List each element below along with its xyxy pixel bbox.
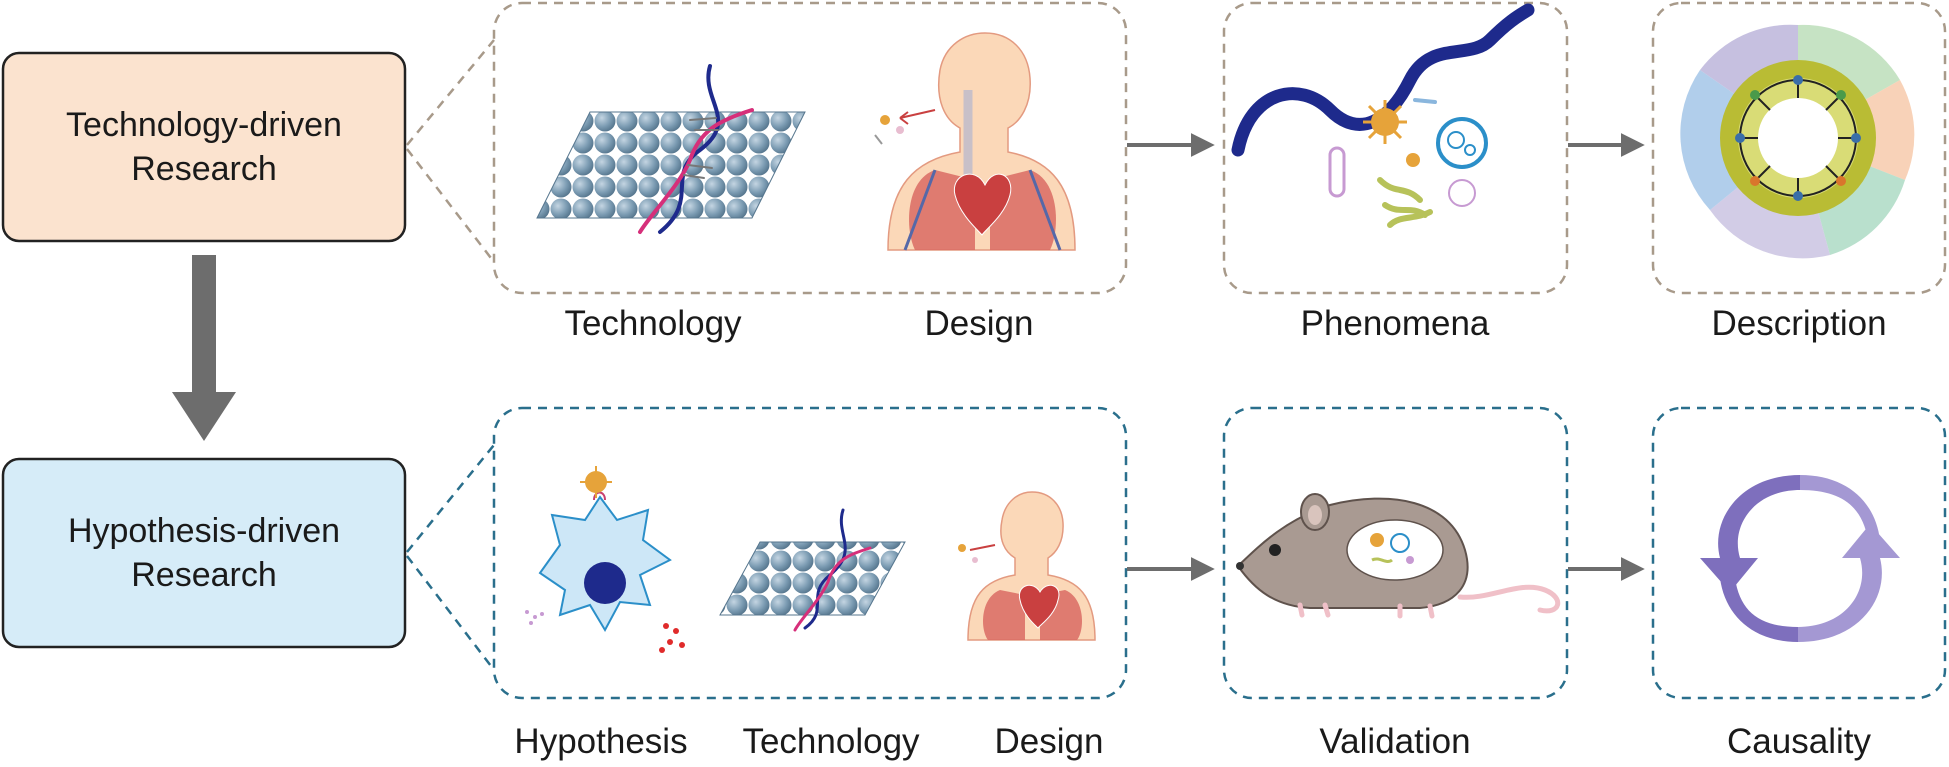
label-validation: Validation bbox=[1319, 722, 1471, 761]
nanoparticle-array-icon bbox=[719, 541, 906, 616]
microbe-icon bbox=[874, 109, 936, 145]
top-row-frames bbox=[406, 1, 1947, 295]
human-lung-icon bbox=[874, 32, 1076, 251]
human-lung-icon bbox=[958, 491, 1096, 641]
bottom-row-frames bbox=[406, 406, 1947, 700]
technology-driven-title: Technology-driven Research bbox=[3, 53, 405, 241]
label-hypothesis: Hypothesis bbox=[514, 722, 688, 761]
phenomena-microbes-icon bbox=[1231, 3, 1535, 228]
box-title-line2: Research bbox=[131, 150, 277, 188]
label-description: Description bbox=[1711, 304, 1887, 343]
label-phenomena: Phenomena bbox=[1300, 304, 1490, 343]
dna-strand-icon bbox=[638, 64, 754, 234]
mouse-icon bbox=[1236, 493, 1560, 619]
microbe-icon bbox=[580, 466, 612, 501]
label-causality: Causality bbox=[1727, 722, 1871, 761]
circular-tree-icon bbox=[1680, 24, 1915, 259]
hypothesis-driven-title: Hypothesis-driven Research bbox=[3, 459, 405, 647]
microbe-icon bbox=[1370, 533, 1414, 564]
dna-strand-icon bbox=[793, 508, 872, 632]
box-title-line1: Technology-driven bbox=[66, 106, 342, 144]
label-design-bottom: Design bbox=[994, 722, 1104, 761]
technology-driven-box bbox=[1, 51, 407, 243]
hypothesis-driven-box bbox=[1, 457, 407, 649]
label-design-top: Design bbox=[924, 304, 1034, 343]
label-technology-top: Technology bbox=[564, 304, 742, 343]
box-title-line1: Hypothesis-driven bbox=[67, 512, 341, 550]
box-title-line2: Research bbox=[131, 556, 277, 594]
label-technology-bottom: Technology bbox=[742, 722, 920, 761]
down-arrow-icon bbox=[172, 255, 236, 441]
nanoparticle-array-icon bbox=[536, 111, 806, 219]
cycle-arrows-icon bbox=[1700, 475, 1900, 642]
flow-arrows bbox=[1127, 133, 1645, 581]
immune-cell-icon bbox=[525, 466, 685, 653]
